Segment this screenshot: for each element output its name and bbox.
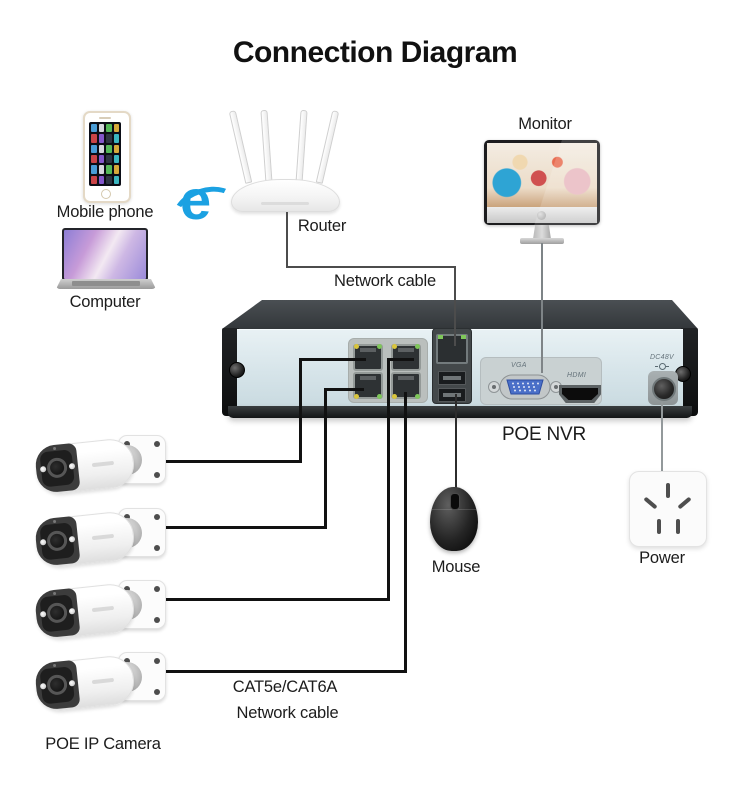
- mobile-phone-icon: [83, 111, 131, 203]
- mobile-phone-label: Mobile phone: [56, 203, 154, 221]
- cable-cam2-v: [324, 388, 327, 529]
- monitor-label: Monitor: [518, 115, 572, 133]
- mouse-scroll-wheel: [450, 493, 460, 510]
- cable-router-to-nvr: [454, 266, 456, 346]
- phone-screen: [89, 122, 121, 186]
- nvr-screw: [229, 362, 245, 378]
- hdmi-port: [559, 385, 601, 403]
- computer-icon: [56, 228, 156, 292]
- router-antenna: [295, 109, 308, 185]
- page-title: Connection Diagram: [232, 36, 518, 69]
- network-cable-label: Network cable: [334, 272, 436, 290]
- router-label: Router: [297, 217, 347, 235]
- mouse-label: Mouse: [431, 558, 481, 576]
- phone-home-button: [101, 189, 111, 199]
- cat-cable-label-line2: Network cable: [236, 704, 339, 722]
- router-icon: [228, 109, 340, 214]
- dc-polarity-icon: [655, 363, 669, 370]
- monitor-screen-image: [487, 143, 597, 207]
- poe-port-3: [353, 372, 383, 399]
- cable-cam3-h: [387, 358, 414, 361]
- cable-cam3-v: [387, 358, 390, 601]
- poe-ip-camera-4: [33, 647, 168, 723]
- cable-cam3: [163, 598, 390, 601]
- cable-mouse-to-usb: [455, 394, 457, 488]
- cable-power-cord: [661, 402, 663, 474]
- hdmi-port-label: HDMI: [567, 372, 587, 379]
- dc-power-label: DC48V: [649, 354, 675, 361]
- router-antenna: [228, 110, 253, 184]
- poe-port-2: [391, 344, 421, 371]
- monitor-base: [520, 238, 564, 244]
- cable-monitor-to-vga: [541, 243, 543, 373]
- laptop-screen: [62, 228, 148, 281]
- computer-label: Computer: [69, 293, 141, 311]
- cable-router-down: [286, 212, 288, 268]
- cable-cam1-v: [299, 358, 302, 463]
- nvr-top-cover: [222, 300, 698, 329]
- router-antenna: [260, 109, 273, 185]
- monitor-frame: [484, 140, 600, 225]
- cable-router-across: [286, 266, 456, 268]
- nvr-uplink-usb-module: [432, 328, 472, 404]
- power-outlet-icon: [629, 471, 707, 547]
- cable-cam2: [163, 526, 327, 529]
- nvr-usb-port: [438, 388, 466, 402]
- dc-power-jack: [648, 371, 678, 405]
- mouse-icon: [428, 485, 480, 555]
- poe-port-1: [353, 344, 383, 371]
- vga-port: [488, 374, 562, 400]
- poe-nvr-device: VGA HDMI DC48V: [222, 300, 698, 418]
- router-antenna: [315, 110, 340, 184]
- cable-cam4: [163, 670, 407, 673]
- monitor-icon: [484, 140, 602, 244]
- poe-ip-camera-2: [33, 503, 168, 579]
- cable-cam2-h: [324, 388, 364, 391]
- poe-ip-camera-1: [33, 430, 168, 506]
- cat-cable-label-line1: CAT5e/CAT6A: [232, 678, 338, 696]
- cable-cam1-h: [299, 358, 366, 361]
- monitor-stand: [533, 225, 551, 239]
- poe-ip-camera-label: POE IP Camera: [45, 735, 161, 753]
- internet-explorer-icon: e: [166, 172, 246, 244]
- router-body: [231, 179, 340, 212]
- nvr-lan-port: [436, 334, 468, 364]
- cable-cam1: [163, 460, 302, 463]
- vga-port-label: VGA: [511, 362, 527, 369]
- power-label: Power: [639, 549, 685, 567]
- nvr-usb-port: [438, 371, 466, 385]
- cable-cam4-v: [404, 392, 407, 673]
- poe-nvr-label: POE NVR: [501, 424, 587, 445]
- poe-ip-camera-3: [33, 575, 168, 651]
- phone-speaker: [99, 117, 111, 119]
- nvr-bottom-strip: [228, 406, 692, 418]
